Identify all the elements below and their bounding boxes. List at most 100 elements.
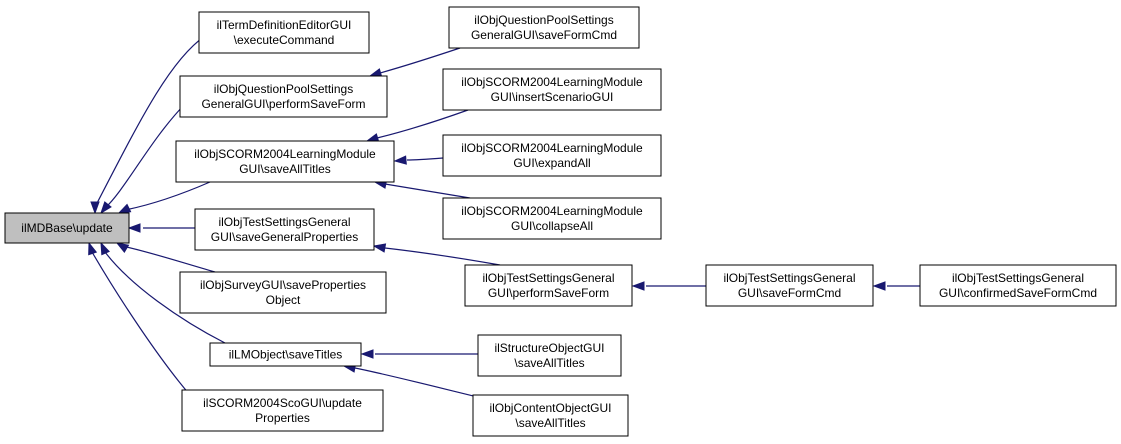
node-label-line: ilObjSCORM2004LearningModule [194, 147, 376, 161]
node-qpsSave[interactable]: ilObjQuestionPoolSettingsGeneralGUI\save… [448, 6, 640, 49]
node-label-line: ilObjSCORM2004LearningModule [461, 141, 643, 155]
node-label-line: GUI\saveFormCmd [738, 286, 841, 300]
node-label-line: GUI\saveAllTitles [239, 162, 331, 176]
node-root[interactable]: ilMDBase\update [4, 212, 130, 244]
node-label-line: GUI\insertScenarioGUI [491, 90, 614, 104]
node-scormSaveAll[interactable]: ilObjSCORM2004LearningModuleGUI\saveAllT… [175, 140, 395, 183]
node-qpsPerform[interactable]: ilObjQuestionPoolSettingsGeneralGUI\perf… [179, 75, 388, 118]
node-label-line: ilTermDefinitionEditorGUI [217, 18, 352, 32]
edge-survey-to-root [115, 242, 216, 273]
node-lmSave[interactable]: ilLMObject\saveTitles [209, 342, 362, 367]
edge-lmSave-to-root [100, 241, 226, 344]
node-box [919, 264, 1117, 307]
edge-line [121, 245, 216, 273]
node-label-line: GUI\saveGeneralProperties [211, 230, 358, 244]
node-box [209, 342, 362, 367]
node-label-line: Properties [255, 411, 310, 425]
edge-scormCollapse-to-scormSaveAll [373, 179, 471, 199]
node-box [4, 212, 130, 244]
edge-line [406, 157, 444, 161]
node-box [181, 389, 384, 432]
node-label-line: ilObjTestSettingsGeneral [482, 271, 614, 285]
arrow-head [372, 243, 387, 253]
node-label-line: ilObjSurveyGUI\saveProperties [200, 278, 366, 292]
node-label-line: GeneralGUI\saveFormCmd [471, 28, 617, 42]
arrow-head [393, 155, 407, 165]
node-box [442, 197, 662, 240]
arrow-head [360, 349, 374, 359]
edge-line [384, 183, 471, 199]
arrow-head [872, 281, 886, 291]
node-box [179, 75, 388, 118]
edge-scormExpand-to-scormSaveAll [393, 155, 444, 165]
node-label-line: ilObjTestSettingsGeneral [218, 215, 350, 229]
arrow-head [90, 201, 100, 215]
edge-structSave-to-lmSave [360, 349, 478, 359]
node-box [705, 264, 874, 307]
node-scormCollapse[interactable]: ilObjSCORM2004LearningModuleGUI\collapse… [442, 197, 662, 240]
node-label-line: ilLMObject\saveTitles [229, 348, 343, 362]
node-label-line: ilObjSCORM2004LearningModule [461, 75, 643, 89]
node-box [194, 208, 375, 251]
node-box [472, 394, 629, 437]
node-label-line: \saveAllTitles [514, 356, 584, 370]
node-label-line: ilObjQuestionPoolSettings [474, 13, 613, 27]
edge-line [104, 103, 186, 209]
node-box [448, 6, 640, 49]
arrow-head [631, 281, 645, 291]
nodes-layer: ilMDBase\update ilTermDefinitionEditorGUI… [4, 6, 1117, 437]
edge-tsConfirm-to-tsSaveForm [872, 281, 920, 291]
node-label-line: GUI\collapseAll [511, 219, 593, 233]
node-label-line: ilMDBase\update [21, 221, 113, 235]
edges-layer [88, 35, 920, 401]
edge-tsPerform-to-tsSaveGen [372, 243, 501, 266]
arrow-head [117, 203, 132, 214]
edge-qpsPerform-to-root [100, 103, 186, 215]
node-tsPerform[interactable]: ilObjTestSettingsGeneralGUI\performSaveF… [464, 264, 633, 307]
edge-scoUpdate-to-root [88, 241, 191, 396]
edge-tsSaveForm-to-tsPerform [631, 281, 706, 291]
arrow-head [115, 242, 130, 253]
edge-line [104, 251, 226, 344]
node-tsConfirm[interactable]: ilObjTestSettingsGeneralGUI\confirmedSav… [919, 264, 1117, 307]
edge-line [91, 251, 191, 396]
node-label-line: GeneralGUI\performSaveForm [201, 97, 365, 111]
node-label-line: GUI\performSaveForm [488, 286, 609, 300]
node-box [179, 271, 387, 314]
node-label-line: GUI\confirmedSaveFormCmd [939, 286, 1097, 300]
node-label-line: \saveAllTitles [515, 416, 585, 430]
arrow-head [88, 241, 98, 256]
node-term[interactable]: ilTermDefinitionEditorGUI\executeCommand [198, 11, 370, 54]
node-box [198, 11, 370, 54]
edge-scormSaveAll-to-root [117, 181, 211, 214]
node-box [175, 140, 395, 183]
edge-line [379, 47, 461, 74]
arrow-head [127, 223, 141, 233]
node-contentSave[interactable]: ilObjContentObjectGUI\saveAllTitles [472, 394, 629, 437]
edge-line [94, 35, 206, 208]
node-box [464, 264, 633, 307]
node-label-line: ilStructureObjectGUI [494, 341, 604, 355]
edge-line [124, 181, 211, 211]
node-box [442, 68, 662, 111]
node-label-line: ilObjQuestionPoolSettings [214, 82, 353, 96]
node-label-line: ilObjContentObjectGUI [489, 401, 611, 415]
node-scormInsert[interactable]: ilObjSCORM2004LearningModuleGUI\insertSc… [442, 68, 662, 111]
node-label-line: \executeCommand [234, 33, 335, 47]
node-label-line: GUI\expandAll [513, 156, 590, 170]
node-label-line: ilObjTestSettingsGeneral [952, 271, 1084, 285]
node-structSave[interactable]: ilStructureObjectGUI\saveAllTitles [477, 334, 622, 377]
node-scormExpand[interactable]: ilObjSCORM2004LearningModuleGUI\expandAl… [442, 134, 662, 177]
edge-tsSaveGen-to-root [127, 223, 195, 233]
node-box [477, 334, 622, 377]
node-label-line: ilObjSCORM2004LearningModule [461, 204, 643, 218]
node-label-line: Object [266, 293, 301, 307]
node-label-line: ilSCORM2004ScoGUI\update [203, 396, 362, 410]
node-label-line: ilObjTestSettingsGeneral [723, 271, 855, 285]
edge-term-to-root [90, 35, 206, 215]
node-tsSaveGen[interactable]: ilObjTestSettingsGeneralGUI\saveGeneralP… [194, 208, 375, 251]
